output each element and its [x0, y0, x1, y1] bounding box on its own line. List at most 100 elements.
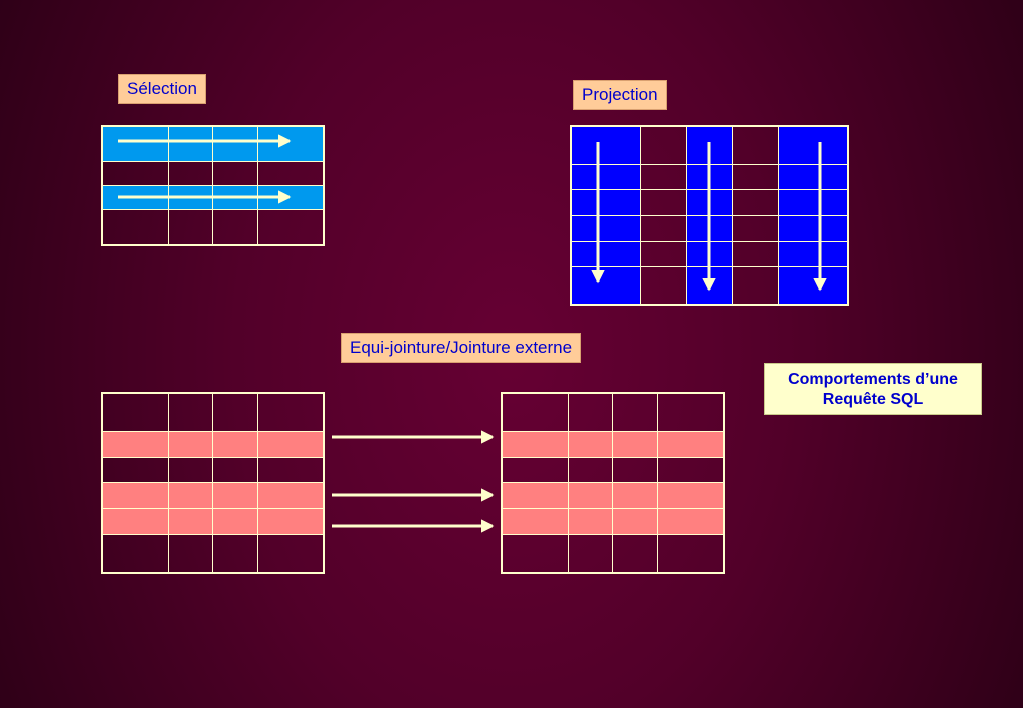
table-cell	[501, 533, 570, 574]
table-cell	[168, 161, 214, 186]
table-cell	[568, 482, 614, 510]
table-cell	[256, 392, 325, 433]
table-row	[101, 482, 325, 510]
table-row	[101, 392, 325, 433]
table-row	[101, 184, 325, 210]
table-row	[570, 125, 849, 165]
table-row	[570, 240, 849, 268]
join-right-table	[501, 392, 725, 574]
table-cell	[212, 533, 258, 574]
table-cell	[101, 482, 170, 510]
table-cell	[256, 456, 325, 484]
table-cell	[732, 125, 780, 165]
table-cell	[685, 189, 734, 216]
table-cell	[212, 508, 258, 535]
table-cell	[101, 184, 170, 210]
table-cell	[501, 392, 570, 433]
table-cell	[732, 214, 780, 242]
table-cell	[256, 533, 325, 574]
table-cell	[212, 482, 258, 510]
table-cell	[732, 266, 780, 306]
table-cell	[168, 533, 214, 574]
table-cell	[685, 163, 734, 191]
table-row	[101, 431, 325, 458]
table-cell	[570, 240, 641, 268]
table-cell	[685, 125, 734, 165]
table-cell	[778, 240, 849, 268]
table-cell	[612, 508, 658, 535]
table-cell	[639, 266, 687, 306]
table-cell	[256, 208, 325, 246]
table-cell	[639, 214, 687, 242]
join-label: Equi-jointure/Jointure externe	[341, 333, 582, 363]
table-cell	[656, 456, 725, 484]
table-cell	[778, 125, 849, 165]
table-cell	[168, 431, 214, 458]
selection-label: Sélection	[118, 74, 206, 104]
table-cell	[168, 508, 214, 535]
table-cell	[168, 125, 214, 163]
table-cell	[685, 240, 734, 268]
table-cell	[101, 208, 170, 246]
table-row	[101, 456, 325, 484]
table-cell	[212, 431, 258, 458]
table-cell	[168, 392, 214, 433]
table-cell	[212, 456, 258, 484]
table-cell	[101, 533, 170, 574]
table-cell	[612, 533, 658, 574]
table-cell	[656, 508, 725, 535]
note-line-2: Requête SQL	[822, 391, 924, 408]
table-cell	[639, 240, 687, 268]
table-cell	[256, 125, 325, 163]
table-cell	[168, 184, 214, 210]
table-row	[570, 163, 849, 191]
table-cell	[570, 163, 641, 191]
table-cell	[568, 431, 614, 458]
table-cell	[685, 266, 734, 306]
table-cell	[639, 125, 687, 165]
table-cell	[212, 184, 258, 210]
table-cell	[568, 456, 614, 484]
table-cell	[639, 163, 687, 191]
table-cell	[732, 189, 780, 216]
table-cell	[256, 184, 325, 210]
table-cell	[656, 431, 725, 458]
projection-label: Projection	[573, 80, 667, 110]
table-cell	[612, 431, 658, 458]
table-row	[570, 266, 849, 306]
table-row	[570, 189, 849, 216]
table-cell	[501, 508, 570, 535]
table-row	[101, 161, 325, 186]
table-cell	[101, 161, 170, 186]
table-cell	[212, 125, 258, 163]
table-cell	[778, 163, 849, 191]
table-row	[570, 214, 849, 242]
table-cell	[685, 214, 734, 242]
table-cell	[101, 125, 170, 163]
table-cell	[612, 392, 658, 433]
table-cell	[568, 508, 614, 535]
table-cell	[778, 266, 849, 306]
note-line-1: Comportements d’une	[788, 371, 958, 388]
table-row	[101, 508, 325, 535]
table-cell	[778, 189, 849, 216]
table-cell	[101, 508, 170, 535]
table-cell	[568, 533, 614, 574]
table-row	[501, 456, 725, 484]
table-cell	[732, 240, 780, 268]
join-left-table	[101, 392, 325, 574]
table-cell	[612, 482, 658, 510]
table-cell	[568, 392, 614, 433]
table-cell	[101, 392, 170, 433]
table-cell	[168, 482, 214, 510]
projection-table	[570, 125, 849, 306]
table-cell	[168, 208, 214, 246]
table-cell	[778, 214, 849, 242]
table-row	[501, 392, 725, 433]
table-cell	[256, 161, 325, 186]
table-cell	[612, 456, 658, 484]
table-cell	[168, 456, 214, 484]
selection-table	[101, 125, 325, 246]
table-cell	[101, 431, 170, 458]
table-cell	[212, 208, 258, 246]
